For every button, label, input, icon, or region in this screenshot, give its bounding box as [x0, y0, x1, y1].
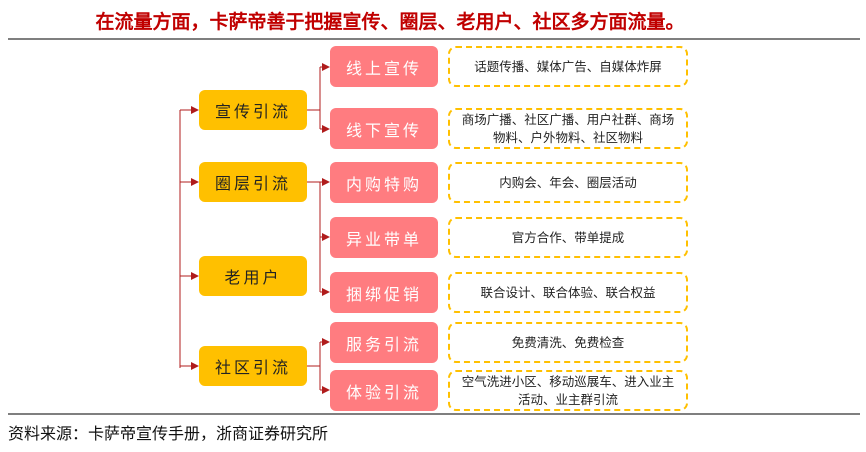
detail-tiyan: 空气洗进小区、移动巡展车、进入业主活动、业主群引流	[448, 370, 688, 411]
channel-fuwu: 服务引流	[330, 322, 438, 363]
category-laoyonghu: 老用户	[199, 256, 307, 296]
channel-online: 线上宣传	[330, 46, 438, 87]
detail-online: 话题传播、媒体广告、自媒体炸屏	[448, 46, 688, 87]
branch-quanceng	[307, 181, 321, 292]
category-xuanchuan: 宣传引流	[199, 90, 307, 130]
top-divider	[8, 38, 860, 40]
branch-shequ	[307, 342, 321, 390]
channel-neigou: 内购特购	[330, 162, 438, 203]
page-title: 在流量方面，卡萨帝善于把握宣传、圈层、老用户、社区多方面流量。	[95, 11, 685, 33]
source-note: 资料来源：卡萨帝宣传手册，浙商证券研究所	[8, 424, 329, 443]
channel-offline: 线下宣传	[330, 108, 438, 149]
detail-kunbang: 联合设计、联合体验、联合权益	[448, 272, 688, 313]
detail-fuwu: 免费清洗、免费检查	[448, 322, 688, 363]
channel-tiyan: 体验引流	[330, 370, 438, 411]
category-quanceng: 圈层引流	[199, 162, 307, 202]
detail-neigou: 内购会、年会、圈层活动	[448, 162, 688, 203]
detail-offline: 商场广播、社区广播、用户社群、商场物料、户外物料、社区物料	[448, 108, 688, 149]
channel-kunbang: 捆绑促销	[330, 272, 438, 313]
detail-yiye: 官方合作、带单提成	[448, 217, 688, 258]
bottom-divider	[8, 413, 860, 415]
category-shequ: 社区引流	[199, 346, 307, 386]
channel-yiye: 异业带单	[330, 217, 438, 258]
branch-xuanchuan	[307, 67, 321, 129]
